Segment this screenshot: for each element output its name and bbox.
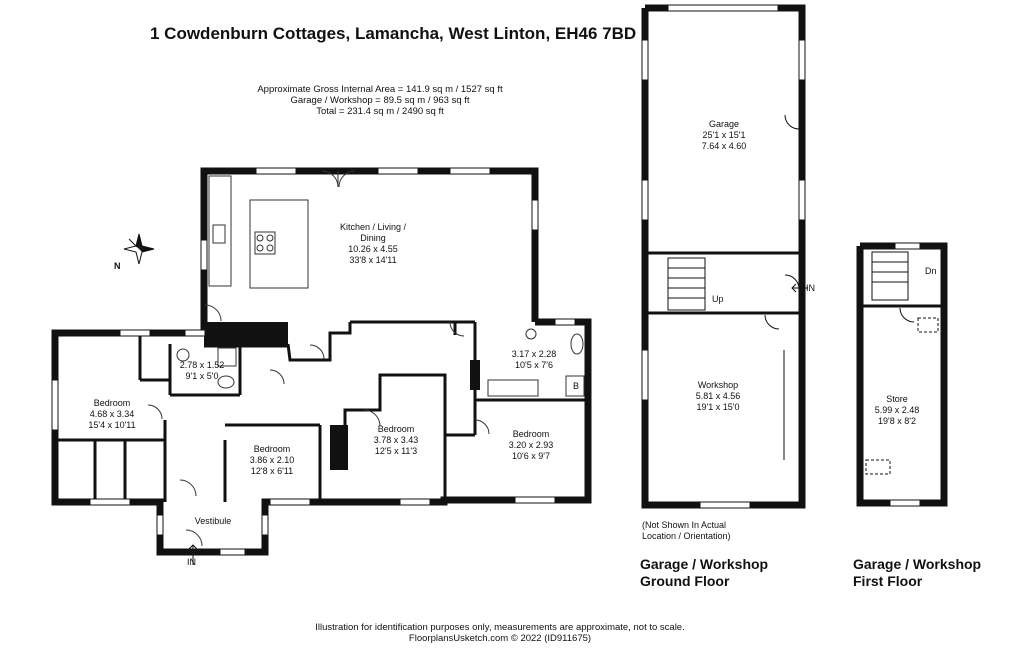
room-label-bedroom-1: Bedroom 4.68 x 3.34 15'4 x 10'11 — [88, 398, 136, 430]
north-indicator: N — [114, 261, 121, 271]
copyright-text: FloorplansUsketch.com © 2022 (ID911675) — [408, 633, 592, 644]
in-arrows — [188, 283, 808, 565]
property-address-title: 1 Cowdenburn Cottages, Lamancha, West Li… — [150, 24, 637, 43]
garage-entrance-marker: IN — [806, 283, 815, 293]
room-label-workshop: Workshop 5.81 x 4.56 19'1 x 15'0 — [695, 380, 741, 412]
solid-blocks — [204, 322, 480, 470]
caption-ground-floor: Garage / Workshop Ground Floor — [640, 556, 769, 589]
caption-first-floor: Garage / Workshop First Floor — [853, 556, 982, 589]
room-label-store: Store 5.99 x 2.48 19'8 x 8'2 — [874, 394, 920, 426]
total-area: Total = 231.4 sq m / 2490 sq ft — [316, 106, 444, 117]
garage-first-floor — [856, 242, 948, 507]
room-label-bedroom-3: Bedroom 3.78 x 3.43 12'5 x 11'3 — [373, 424, 419, 456]
stairs-down-marker: Dn — [925, 266, 937, 276]
garage-workshop-area: Garage / Workshop = 89.5 sq m / 963 sq f… — [290, 95, 470, 106]
room-label-bathroom: 2.78 x 1.52 9'1 x 5'0 — [179, 360, 225, 381]
room-label-bedroom-4: Bedroom 3.20 x 2.93 10'6 x 9'7 — [508, 429, 554, 461]
compass-icon — [123, 233, 155, 265]
room-label-garage: Garage 25'1 x 15'1 7.64 x 4.60 — [701, 119, 747, 151]
windows — [51, 167, 576, 556]
room-label-vestibule: Vestibule — [194, 516, 232, 526]
stairs-up-marker: Up — [712, 294, 724, 304]
main-entrance-marker: IN — [187, 557, 196, 567]
doors — [147, 170, 490, 547]
disclaimer-footer: Illustration for identification purposes… — [250, 622, 750, 644]
store-windows — [889, 242, 921, 507]
boiler-marker: B — [573, 381, 580, 391]
area-summary: Approximate Gross Internal Area = 141.9 … — [230, 84, 530, 117]
garage-windows — [641, 4, 806, 509]
location-note: (Not Shown In Actual Location / Orientat… — [642, 520, 731, 541]
kitchen-fittings — [176, 175, 585, 397]
disclaimer-text: Illustration for identification purposes… — [315, 622, 685, 633]
room-label-ensuite: 3.17 x 2.28 10'5 x 7'6 — [511, 349, 557, 370]
room-label-kitchen: Kitchen / Living / Dining 10.26 x 4.55 3… — [339, 222, 407, 265]
garage-ground-floor — [641, 4, 806, 509]
wall-lower-outer — [51, 318, 592, 556]
room-label-bedroom-2: Bedroom 3.86 x 2.10 12'8 x 6'11 — [249, 444, 295, 476]
gross-internal-area: Approximate Gross Internal Area = 141.9 … — [257, 84, 503, 95]
